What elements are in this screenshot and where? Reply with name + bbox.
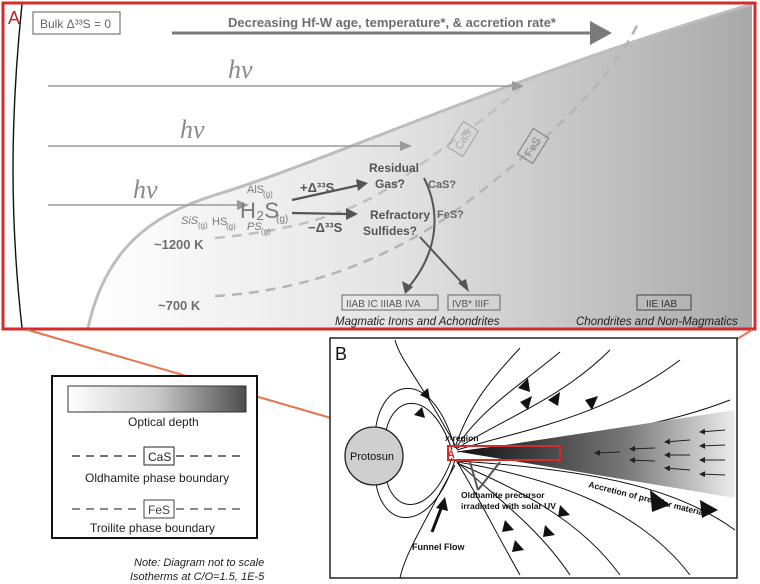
- sis-sub: (g): [198, 221, 208, 230]
- panel-a-letter: A: [8, 8, 20, 28]
- funnel-arrow: [430, 505, 444, 533]
- hs-label: HS: [212, 216, 227, 228]
- groups-2: IVB* IIIF: [452, 299, 489, 310]
- precursor-line-2: irradiated with solar UV: [461, 501, 556, 511]
- photon-label-2: hν: [180, 115, 205, 144]
- hs-sub: (g): [226, 222, 236, 231]
- minus-delta-label: −Δ³³S: [308, 220, 343, 235]
- minus-delta-arrow-head: [346, 208, 358, 220]
- trend-arrow-label: Decreasing Hf-W age, temperature*, & acc…: [228, 15, 557, 30]
- photon-arrows: [48, 81, 524, 210]
- groups-2-box: [447, 294, 501, 311]
- residual-gas-line2: Gas?: [375, 177, 405, 191]
- isotherm-700k: ~700 K: [158, 298, 201, 313]
- legend-fes-text: FeS: [148, 503, 170, 517]
- note-line-2: Isotherms at C/O=1.5, 1E-5: [130, 571, 265, 583]
- panel-a: A Bulk Δ³³S = 0 Decreasing Hf-W age, tem…: [1, 1, 757, 331]
- bulk-label: Bulk Δ³³S = 0: [40, 17, 111, 31]
- fes-question: FeS?: [437, 209, 464, 221]
- outflow-arrows: [414, 378, 718, 552]
- als-label: AlS: [247, 184, 264, 196]
- cas-question: CaS?: [428, 179, 456, 191]
- panel-a-frame: [1, 1, 757, 331]
- legend-cas-text: CaS: [148, 450, 171, 464]
- inflow-arrows: [594, 428, 726, 478]
- cas-boundary-line: [214, 77, 531, 240]
- bulk-label-box: [32, 11, 121, 35]
- residual-to-irons-arrow: [407, 177, 436, 289]
- legend-cas-caption: Oldhamite phase boundary: [85, 471, 229, 485]
- funnel-label: Funnel Flow: [412, 542, 465, 552]
- refractory-arrow-head: [458, 279, 469, 292]
- caption-left: Magmatic Irons and Achondrites: [335, 316, 500, 328]
- plus-delta-label: +Δ³³S: [300, 180, 335, 195]
- h2s-label: H₂S: [240, 198, 279, 223]
- als-sub: (g): [263, 190, 273, 199]
- groups-3-box: [636, 294, 692, 311]
- legend-fes-caption: Troilite phase boundary: [90, 521, 215, 535]
- groups-3: IIE IAB: [646, 299, 677, 310]
- refractory-to-ivb-arrow: [419, 236, 465, 286]
- x-region-label: x-region: [445, 433, 479, 443]
- precursor-pointer: [469, 461, 501, 491]
- legend-cas-box: [143, 446, 175, 466]
- region-a-marker: A: [447, 449, 455, 461]
- refractory-line1: Refractory: [370, 208, 430, 222]
- precursor-line-1: Oldhamite precursor: [461, 490, 545, 500]
- optical-depth-wedge: [88, 4, 752, 328]
- funnel-arrow-head: [436, 497, 448, 511]
- sis-label: SiS: [181, 215, 199, 227]
- caption-right: Chondrites and Non-Magmatics: [576, 316, 738, 328]
- protosun: [344, 426, 404, 486]
- panel-b-letter: B: [335, 344, 347, 364]
- wedge-boundary: [86, 2, 753, 329]
- ps-label: PS: [247, 221, 262, 233]
- photon-label-3: hν: [133, 175, 158, 204]
- protosun-label: Protosun: [350, 451, 394, 463]
- note-line-1: Note: Diagram not to scale: [134, 557, 264, 569]
- isotherm-700k-line: [214, 19, 642, 298]
- panel-b: B: [329, 337, 738, 579]
- trend-arrow-head: [590, 21, 612, 45]
- residual-arrow-head: [402, 281, 413, 294]
- region-a-box: [447, 445, 561, 461]
- refractory-line2: Sulfides?: [363, 224, 417, 238]
- protosun-edge-curve: [12, 3, 23, 329]
- groups-1-box: [341, 294, 439, 311]
- legend: Optical depth CaS Oldhamite phase bounda…: [51, 375, 258, 539]
- optical-depth-swatch: [67, 385, 247, 413]
- plus-delta-arrow: [291, 183, 361, 202]
- h2s-sub: (g): [276, 214, 288, 225]
- legend-fes-box: [143, 499, 175, 519]
- minus-delta-arrow: [291, 211, 349, 216]
- plus-delta-arrow-head: [356, 179, 368, 191]
- groups-1: IIAB IC IIIAB IVA: [346, 299, 421, 310]
- residual-gas-line1: Residual: [369, 161, 419, 175]
- photon-label-1: hν: [228, 55, 253, 84]
- legend-optical-depth: Optical depth: [128, 415, 199, 429]
- isotherm-1200k: ~1200 K: [154, 237, 204, 252]
- ps-sub: (g): [261, 227, 271, 236]
